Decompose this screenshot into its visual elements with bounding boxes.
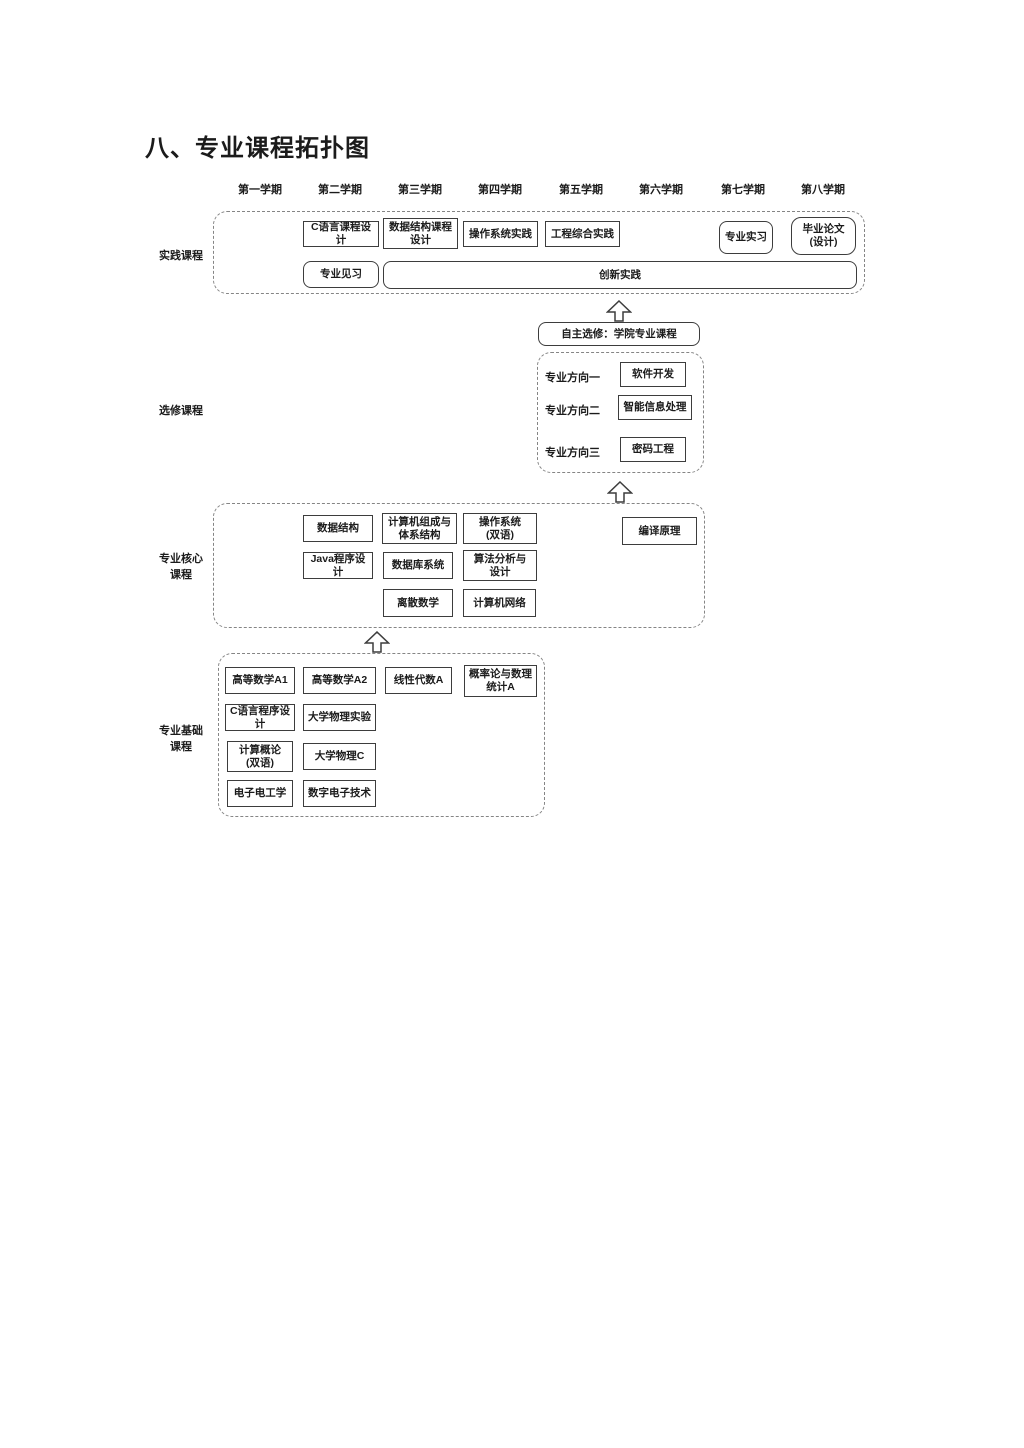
course-box-algorithm-design: 算法分析与 设计: [463, 550, 537, 581]
course-box-discrete-math: 离散数学: [383, 589, 453, 617]
up-arrow-icon: [607, 481, 633, 503]
semester-header-4: 第四学期: [478, 184, 522, 196]
course-box-compiler-principles: 编译原理: [622, 517, 697, 545]
elective-section-label: 选修课程: [159, 405, 203, 417]
course-box-physics-experiment: 大学物理实验: [303, 704, 376, 731]
course-box-computing-intro: 计算概论 (双语): [227, 741, 293, 772]
semester-header-8: 第八学期: [801, 184, 845, 196]
course-box-database-system: 数据库系统: [383, 552, 453, 579]
course-box-engineering-practice: 工程综合实践: [545, 221, 620, 247]
course-box-field-observation: 专业见习: [303, 261, 379, 288]
course-box-physics-c: 大学物理C: [303, 743, 376, 770]
basic-section-label: 专业基础 课程: [159, 725, 203, 753]
core-section-container: [213, 503, 705, 628]
course-box-internship: 专业实习: [719, 221, 773, 254]
practice-section-label: 实践课程: [159, 250, 203, 262]
course-box-electronics: 电子电工学: [227, 780, 293, 807]
semester-header-2: 第二学期: [318, 184, 362, 196]
course-box-os-practice: 操作系统实践: [463, 221, 538, 247]
course-box-computer-organization: 计算机组成与 体系结构: [382, 513, 457, 544]
course-box-digital-electronics: 数字电子技术: [303, 780, 376, 807]
semester-header-6: 第六学期: [639, 184, 683, 196]
basic-section-container: [218, 653, 545, 817]
semester-header-5: 第五学期: [559, 184, 603, 196]
course-box-advanced-math-a2: 高等数学A2: [303, 667, 376, 694]
semester-header-7: 第七学期: [721, 184, 765, 196]
course-box-data-structure-design: 数据结构课程 设计: [383, 218, 458, 249]
course-box-cryptography-engineering: 密码工程: [620, 437, 686, 462]
semester-header-1: 第一学期: [238, 184, 282, 196]
course-box-intelligent-info-processing: 智能信息处理: [618, 395, 692, 420]
course-box-c-programming: C语言程序设计: [225, 704, 295, 731]
course-box-linear-algebra: 线性代数A: [385, 667, 452, 694]
course-box-software-development: 软件开发: [620, 362, 686, 387]
practice-section-container: [213, 211, 865, 294]
elective-section-container: [537, 352, 704, 473]
self-selected-course-box: 自主选修：学院专业课程: [538, 322, 700, 346]
up-arrow-icon: [364, 631, 390, 653]
course-box-advanced-math-a1: 高等数学A1: [225, 667, 295, 694]
course-box-java-programming: Java程序设计: [303, 552, 373, 579]
direction-2-label: 专业方向二: [545, 405, 600, 417]
course-box-c-course-design: C语言课程设计: [303, 221, 379, 247]
course-box-operating-system: 操作系统 (双语): [463, 513, 537, 544]
course-box-probability-stats: 概率论与数理 统计A: [464, 665, 537, 697]
page-title: 八、专业课程拓扑图: [145, 135, 370, 162]
direction-1-label: 专业方向一: [545, 372, 600, 384]
semester-header-3: 第三学期: [398, 184, 442, 196]
direction-3-label: 专业方向三: [545, 447, 600, 459]
course-box-data-structure: 数据结构: [303, 515, 373, 542]
up-arrow-icon: [606, 300, 632, 322]
course-box-computer-network: 计算机网络: [463, 589, 536, 617]
course-box-graduation-thesis: 毕业论文 (设计): [791, 217, 856, 255]
course-box-innovation-practice: 创新实践: [383, 261, 857, 289]
core-section-label: 专业核心 课程: [159, 553, 203, 581]
